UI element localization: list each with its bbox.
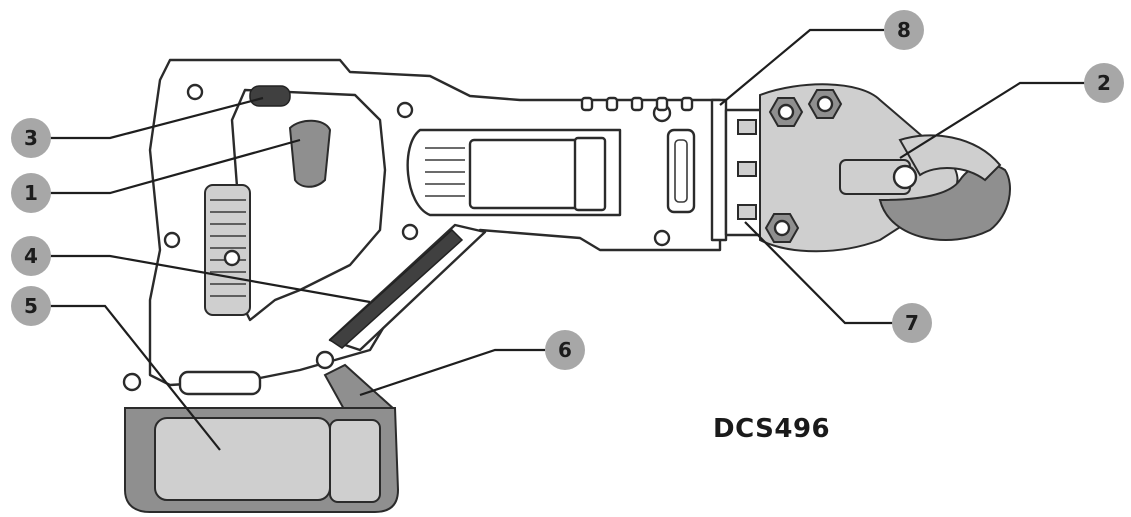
leader-line-3 xyxy=(45,96,264,140)
head-detail xyxy=(737,204,757,220)
leader-line-5 xyxy=(45,304,221,451)
lock-off-button xyxy=(249,85,291,107)
head-bolt xyxy=(807,89,843,119)
battery-grip xyxy=(329,419,381,503)
housing-screw xyxy=(186,83,204,101)
leader-line-7 xyxy=(744,221,893,325)
housing-screw xyxy=(315,350,335,370)
battery-label xyxy=(154,417,331,501)
model-label: DCS496 xyxy=(713,414,830,444)
svg-text:6: 6 xyxy=(558,338,572,362)
housing-screw xyxy=(653,229,671,247)
leader-line-6 xyxy=(359,348,545,397)
side-slot-inner xyxy=(674,139,688,203)
callout-badge-3: 3 xyxy=(11,118,51,158)
head-bolt xyxy=(768,97,804,127)
housing-screw xyxy=(163,231,181,249)
svg-text:1: 1 xyxy=(24,181,38,205)
side-slot xyxy=(666,128,696,214)
callout-badge-8: 8 xyxy=(884,10,924,50)
svg-text:2: 2 xyxy=(1097,71,1111,95)
head-detail xyxy=(737,119,757,135)
trigger-switch xyxy=(288,119,332,188)
svg-text:3: 3 xyxy=(24,126,38,150)
leader-lines xyxy=(45,28,1085,451)
leader-line-2 xyxy=(899,81,1085,159)
housing-screw xyxy=(396,101,414,119)
callout-badge-7: 7 xyxy=(892,303,932,343)
callout-badge-4: 4 xyxy=(11,236,51,276)
head-detail xyxy=(737,161,757,177)
svg-text:7: 7 xyxy=(905,311,919,335)
callout-badge-2: 2 xyxy=(1084,63,1124,103)
battery-latch-screw xyxy=(122,372,142,392)
svg-text:5: 5 xyxy=(24,294,38,318)
svg-text:4: 4 xyxy=(24,244,38,268)
housing-screw xyxy=(223,249,241,267)
blade-pivot xyxy=(892,164,918,190)
motor-vents xyxy=(425,147,465,197)
callout-badge-1: 1 xyxy=(11,173,51,213)
led-light-lens xyxy=(328,228,464,349)
grip-grille xyxy=(204,184,251,316)
leader-line-8 xyxy=(719,28,884,106)
svg-text:8: 8 xyxy=(897,18,911,42)
head-bolt xyxy=(764,213,800,243)
nosepiece-collar xyxy=(710,98,728,242)
callout-badge-6: 6 xyxy=(545,330,585,370)
battery-latch xyxy=(178,370,262,396)
top-ridges xyxy=(580,96,694,112)
motor-cover-strip xyxy=(573,136,607,212)
leader-line-1 xyxy=(45,138,301,195)
cutting-blade xyxy=(878,163,1011,241)
housing-screw xyxy=(401,223,419,241)
cutting-blade-upper xyxy=(898,134,1002,182)
callout-badge-5: 5 xyxy=(11,286,51,326)
leader-line-4 xyxy=(45,254,371,304)
motor-cover xyxy=(468,138,582,210)
tool-illustration xyxy=(122,58,1011,513)
